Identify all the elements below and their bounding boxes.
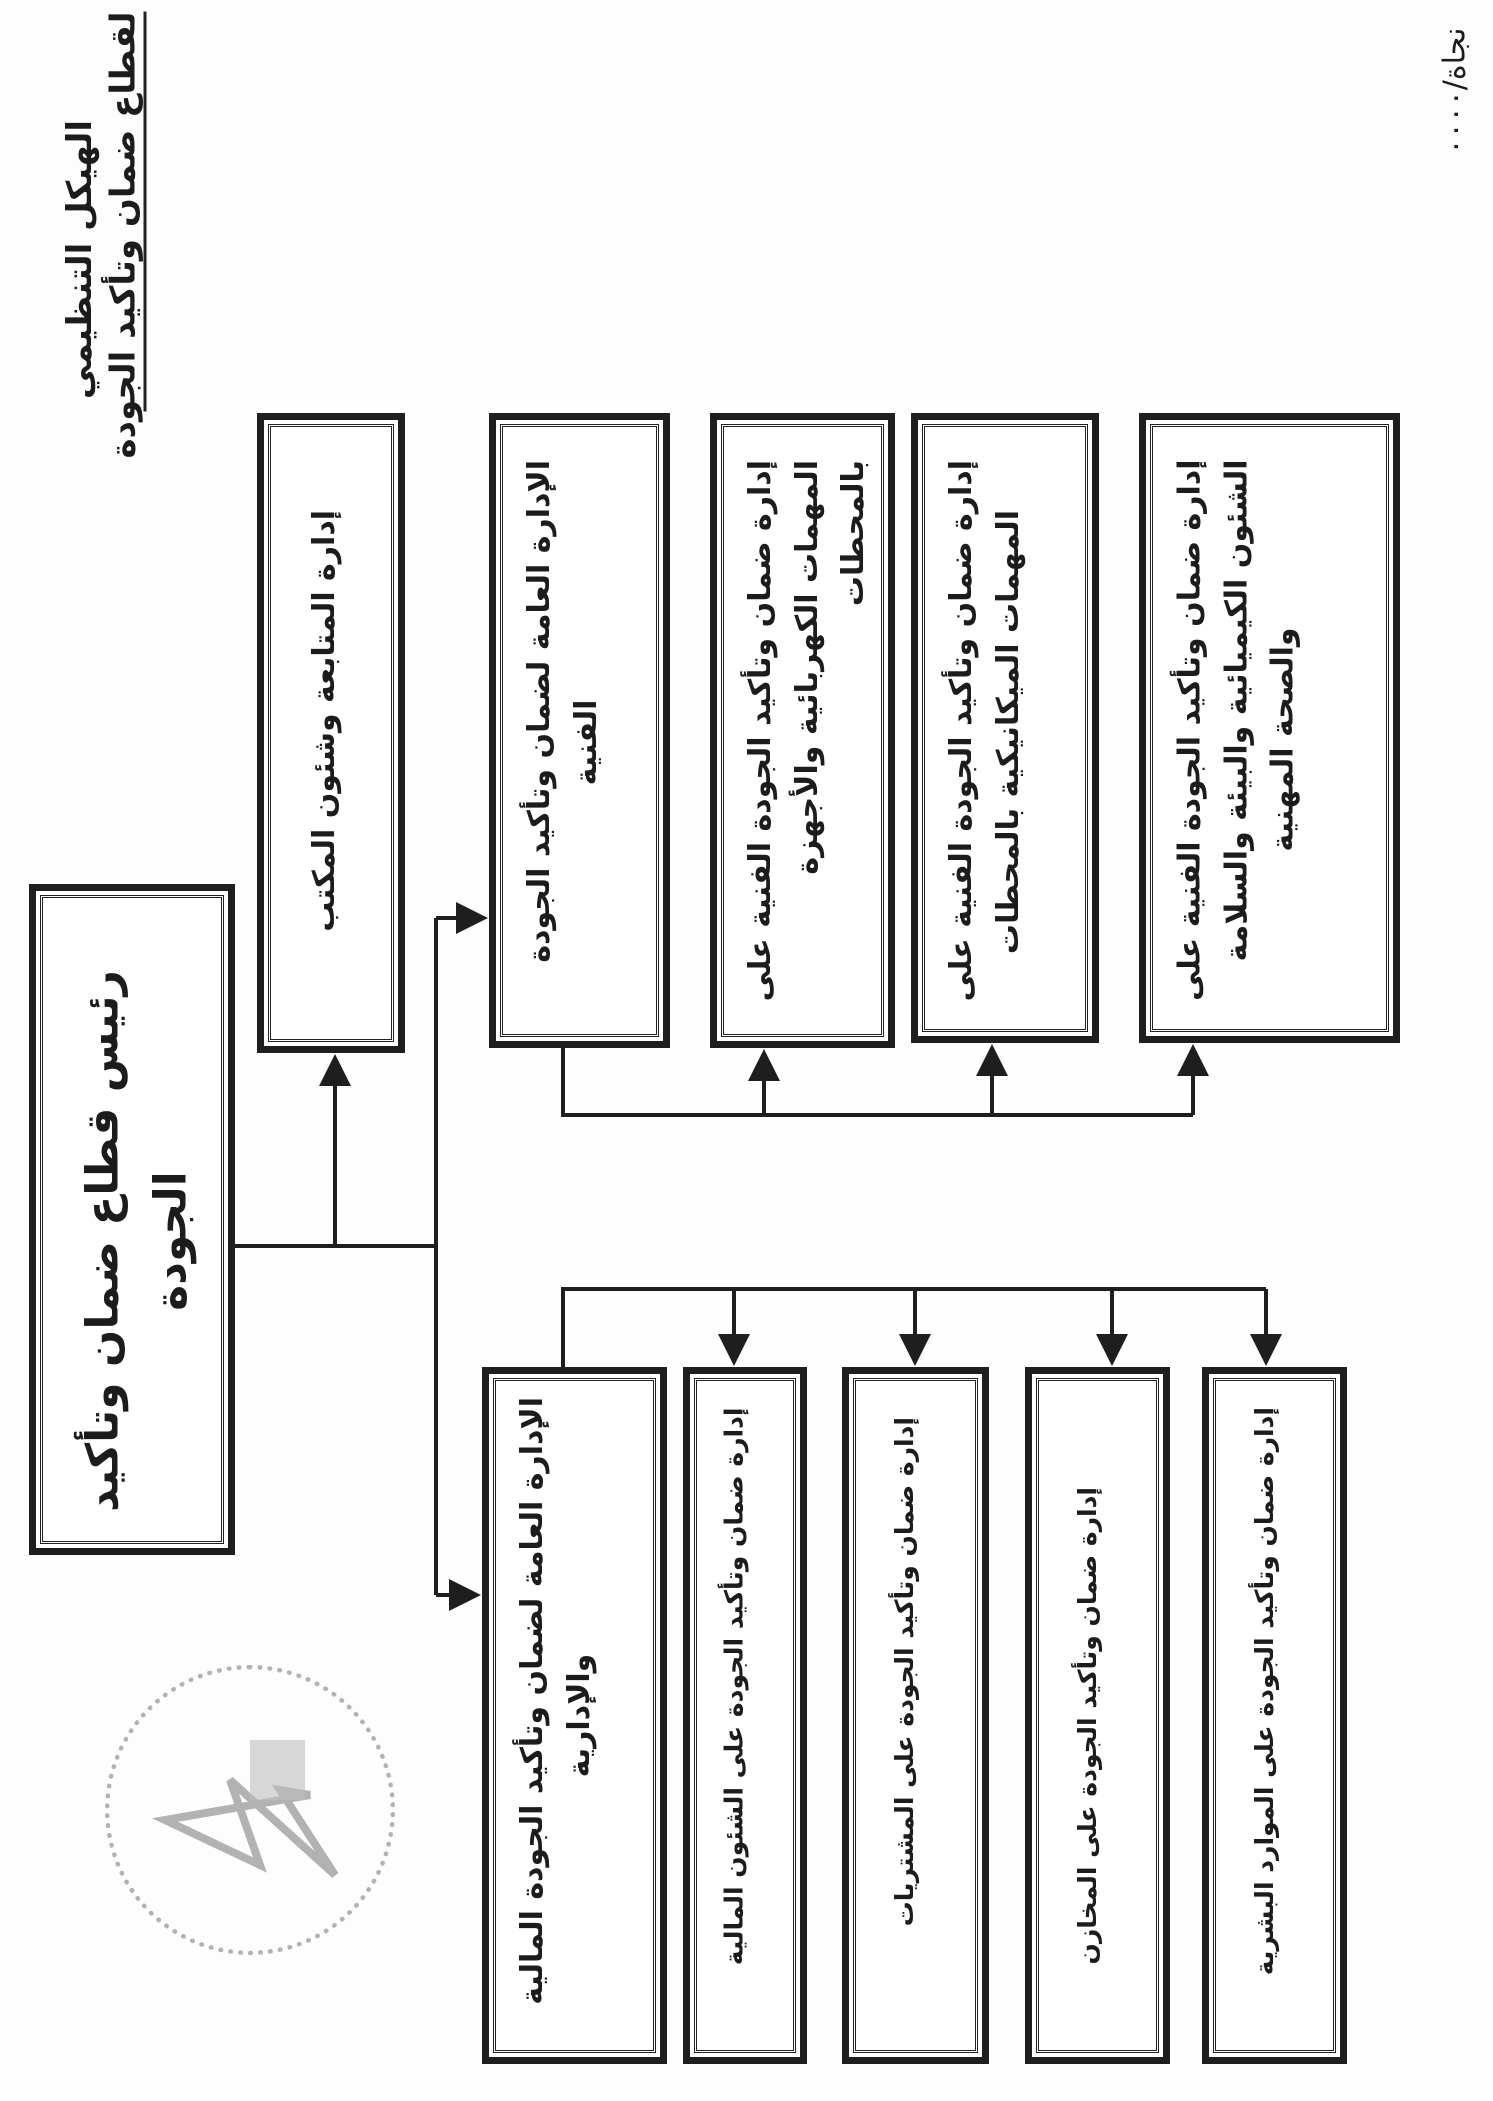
technical-general-box: الإدارة العامة لضمان وتأكيد الجودة الفني… xyxy=(489,413,670,1048)
fin-dept-2-line1: إدارة ضمان وتأكيد الجودة على المشتريات xyxy=(890,1417,919,1927)
company-stamp xyxy=(105,1665,395,1955)
technical-general-line2: الفنية xyxy=(568,699,604,786)
fin-dept-stores-box: إدارة ضمان وتأكيد الجودة على المخازن xyxy=(1025,1367,1170,2064)
tech-dept-1-line2: المهمات الكهربائية والأجهزة بالمحطات xyxy=(789,460,872,875)
office-box: إدارة المتابعة وشئون المكتب xyxy=(257,413,405,1053)
tech-dept-3-line1: إدارة ضمان وتأكيد الجودة الفنية على xyxy=(1172,459,1208,1001)
tech-dept-1-line1: إدارة ضمان وتأكيد الجودة الفنية على xyxy=(743,460,778,1002)
financial-general-box: الإدارة العامة لضمان وتأكيد الجودة المال… xyxy=(482,1367,667,2064)
fin-dept-procurement-box: إدارة ضمان وتأكيد الجودة على المشتريات xyxy=(842,1367,989,2064)
office-line1: إدارة المتابعة وشئون المكتب xyxy=(307,510,342,932)
fin-dept-4-line1: إدارة ضمان وتأكيد الجودة على الموارد الب… xyxy=(1250,1407,1279,1976)
tech-dept-mechanical-box: إدارة ضمان وتأكيد الجودة الفنية على المه… xyxy=(911,413,1099,1043)
tech-dept-2-line1: إدارة ضمان وتأكيد الجودة الفنية على xyxy=(944,460,979,1002)
chief-line2: الجودة xyxy=(145,1171,197,1311)
fin-dept-finance-box: إدارة ضمان وتأكيد الجودة على الشئون الما… xyxy=(683,1367,807,2064)
financial-bus xyxy=(561,1287,1266,1367)
tech-dept-3-line3: والصحة المهنية xyxy=(1265,627,1301,852)
financial-general-line2: والإدارية xyxy=(561,1653,597,1778)
technical-general-line1: الإدارة العامة لضمان وتأكيد الجودة xyxy=(522,460,557,963)
technical-bus xyxy=(561,1048,1193,1117)
lightning-logo-icon xyxy=(151,1740,339,1878)
fin-dept-hr-box: إدارة ضمان وتأكيد الجودة على الموارد الب… xyxy=(1202,1367,1347,2064)
tech-dept-3-line2: الشئون الكيميائية والبيئة والسلامة xyxy=(1219,459,1254,962)
tech-dept-chemical-box: إدارة ضمان وتأكيد الجودة الفنية على الشئ… xyxy=(1139,413,1400,1043)
tech-dept-electrical-box: إدارة ضمان وتأكيد الجودة الفنية على المه… xyxy=(710,413,895,1048)
tech-dept-2-line2: المهمات الميكانيكية بالمحطات xyxy=(990,510,1026,955)
financial-general-line1: الإدارة العامة لضمان وتأكيد الجودة المال… xyxy=(515,1397,550,2005)
chief-box: رئيس قطاع ضمان وتأكيد الجودة xyxy=(29,884,235,1555)
fin-dept-3-line1: إدارة ضمان وتأكيد الجودة على المخازن xyxy=(1073,1487,1102,1965)
chief-line1: رئيس قطاع ضمان وتأكيد xyxy=(77,970,129,1512)
fin-dept-1-line1: إدارة ضمان وتأكيد الجودة على الشئون الما… xyxy=(719,1407,749,1966)
